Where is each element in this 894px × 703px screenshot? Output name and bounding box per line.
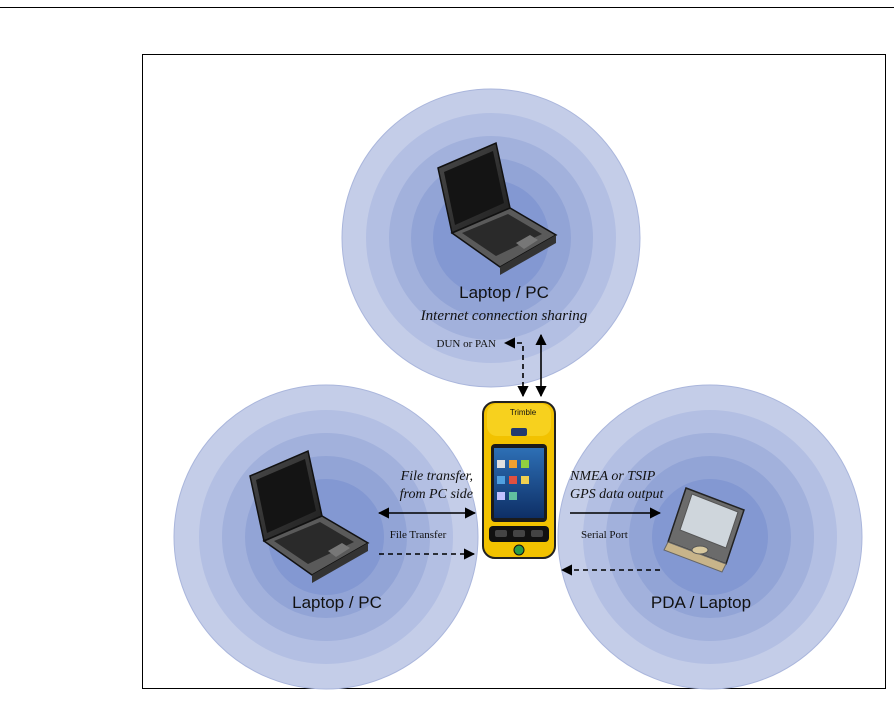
left-dashed-label: File Transfer <box>390 529 447 541</box>
top-dashed-label: DUN or PAN <box>437 338 497 350</box>
left-node-title: Laptop / PC <box>292 593 382 612</box>
right-solid-label-line2: GPS data output <box>570 487 664 502</box>
right-dashed-label: Serial Port <box>581 529 628 541</box>
trimble-device-icon <box>483 402 555 558</box>
right-solid-label-line1: NMEA or TSIP <box>569 469 656 484</box>
trimble-brand-label: Trimble <box>510 408 537 417</box>
top-node-title: Laptop / PC <box>459 283 549 302</box>
right-node-title: PDA / Laptop <box>651 593 751 612</box>
top-link-label: Internet connection sharing <box>420 308 588 324</box>
left-solid-label-line2: from PC side <box>400 487 473 502</box>
left-solid-label-line1: File transfer, <box>400 469 473 484</box>
